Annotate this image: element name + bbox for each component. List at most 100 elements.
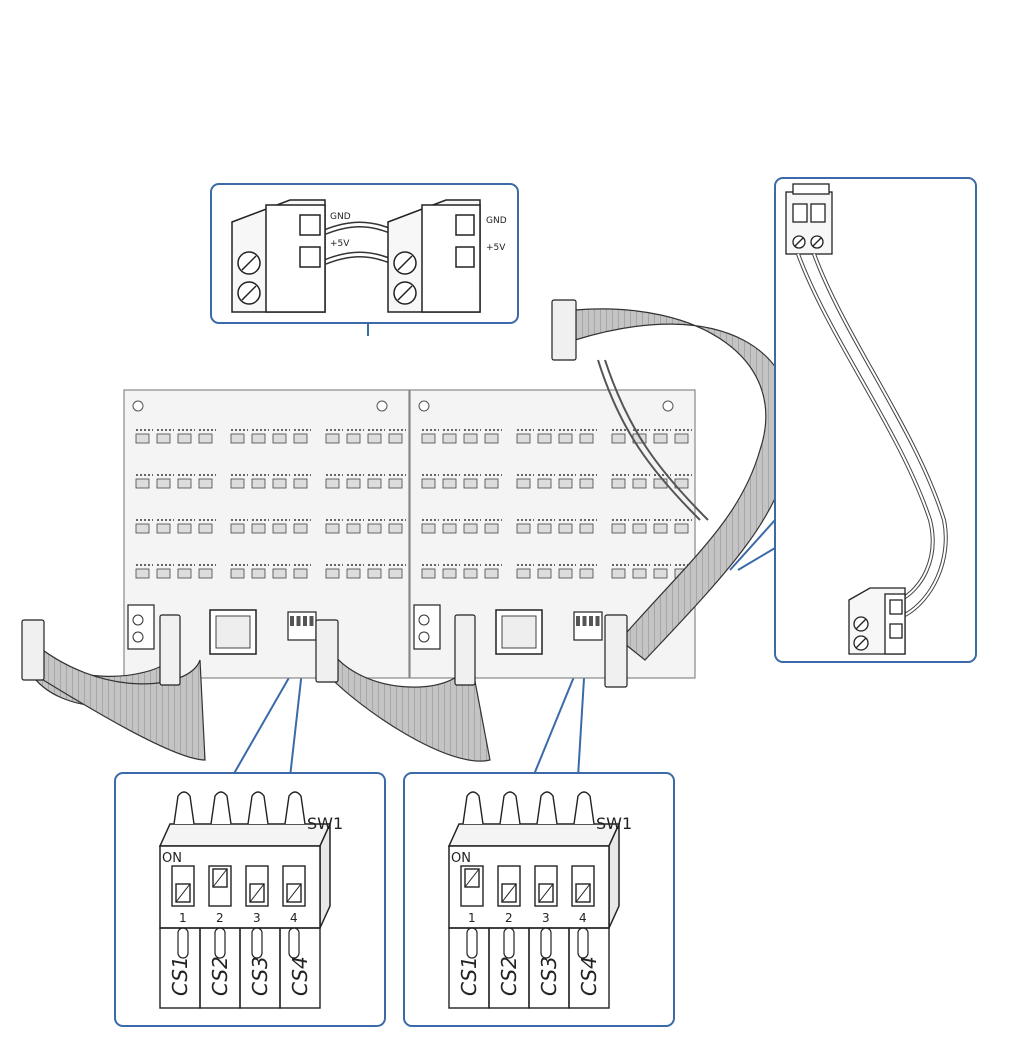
smd-component	[198, 568, 213, 579]
power-cable-callout	[774, 177, 977, 663]
smd-component	[463, 523, 478, 534]
smd-component	[346, 433, 361, 444]
smd-component	[537, 433, 552, 444]
smd-component	[156, 568, 171, 579]
dip-pin-top	[284, 791, 306, 825]
smd-component	[367, 478, 382, 489]
smd-component	[442, 523, 457, 534]
smd-component	[135, 478, 150, 489]
ribbon-cable-top	[574, 308, 794, 661]
screw-icon	[132, 631, 144, 643]
ribbon-header-left-board	[159, 614, 181, 686]
smd-component	[346, 478, 361, 489]
smd-component	[632, 523, 647, 534]
smd-component	[442, 478, 457, 489]
smd-component	[177, 433, 192, 444]
smd-component	[537, 478, 552, 489]
smd-component	[579, 568, 594, 579]
screw-icon	[418, 631, 430, 643]
dip-body-top	[447, 823, 621, 847]
terminal-1-gnd-label: GND	[330, 212, 351, 222]
dip-position-number: 2	[216, 911, 224, 925]
screw-icon	[418, 614, 430, 626]
smd-component	[611, 433, 626, 444]
dip-body-top	[158, 823, 332, 847]
smd-component	[674, 433, 689, 444]
dip-on-label: ON	[162, 851, 182, 866]
smd-component	[421, 433, 436, 444]
callout-pointers	[231, 323, 776, 778]
smd-component	[484, 523, 499, 534]
power-terminal-2	[387, 199, 481, 313]
ribbon-header-right-board	[604, 614, 628, 688]
smd-component	[251, 478, 266, 489]
board-dip-lever	[595, 616, 600, 626]
smd-component	[272, 433, 287, 444]
dip-pin-bottom	[177, 927, 189, 959]
smd-component	[198, 478, 213, 489]
dip-position-number: 4	[290, 911, 298, 925]
dip-switch-callouts: SW1ON1CS12CS23CS34CS4SW1ON1CS12CS23CS34C…	[114, 772, 675, 1027]
cs-label: CS1	[168, 956, 192, 996]
smd-component	[611, 568, 626, 579]
smd-component	[230, 568, 245, 579]
smd-component	[611, 478, 626, 489]
smd-component	[463, 568, 478, 579]
smd-component	[611, 523, 626, 534]
mount-hole	[132, 400, 144, 412]
dip-lever-hatch	[249, 883, 265, 903]
smd-component	[325, 478, 340, 489]
dip-pin-top	[573, 791, 595, 825]
dip-pin-bottom	[540, 927, 552, 959]
smd-component	[558, 478, 573, 489]
cs-label-cell	[568, 927, 610, 1009]
chip-die	[215, 615, 251, 649]
smd-component	[442, 568, 457, 579]
mount-hole	[418, 400, 430, 412]
smd-component	[135, 568, 150, 579]
dip-pin-bottom	[503, 927, 515, 959]
smd-component	[388, 433, 403, 444]
smd-component	[463, 433, 478, 444]
smd-component	[177, 478, 192, 489]
dip-position-number: 3	[253, 911, 261, 925]
cs-label: CS3	[537, 956, 561, 996]
smd-component	[156, 433, 171, 444]
mount-hole	[662, 400, 674, 412]
dip-position-number: 1	[179, 911, 187, 925]
cs-label: CS4	[577, 956, 601, 996]
chip-die	[501, 615, 537, 649]
smd-component	[177, 523, 192, 534]
cs-label: CS1	[457, 956, 481, 996]
board-dip-lever	[296, 616, 301, 626]
smd-component	[537, 568, 552, 579]
smd-component	[325, 433, 340, 444]
smd-component	[442, 433, 457, 444]
smd-component	[579, 478, 594, 489]
power-wire-bundle	[597, 359, 709, 521]
terminal-2-5v-label: +5V	[486, 243, 506, 253]
smd-component	[367, 568, 382, 579]
smd-component	[346, 523, 361, 534]
smd-component	[653, 568, 668, 579]
smd-component	[346, 568, 361, 579]
dip-position-number: 1	[468, 911, 476, 925]
dip1-pointer-left	[231, 661, 299, 778]
cable-top-connector	[785, 183, 833, 255]
board-dip-lever	[290, 616, 294, 626]
dip-lever-hatch	[464, 868, 480, 888]
smd-component	[558, 523, 573, 534]
board-terminal-block	[127, 604, 155, 650]
smd-component	[537, 523, 552, 534]
ribbon-header-middle-board	[454, 614, 476, 686]
ribbon-cable-left-drop	[29, 638, 206, 761]
smd-component	[388, 478, 403, 489]
smd-component	[421, 568, 436, 579]
board-1	[123, 389, 410, 679]
smd-component	[653, 433, 668, 444]
smd-component	[579, 523, 594, 534]
dip-pin-bottom	[251, 927, 263, 959]
smd-component	[579, 433, 594, 444]
dip-pin-top	[210, 791, 232, 825]
